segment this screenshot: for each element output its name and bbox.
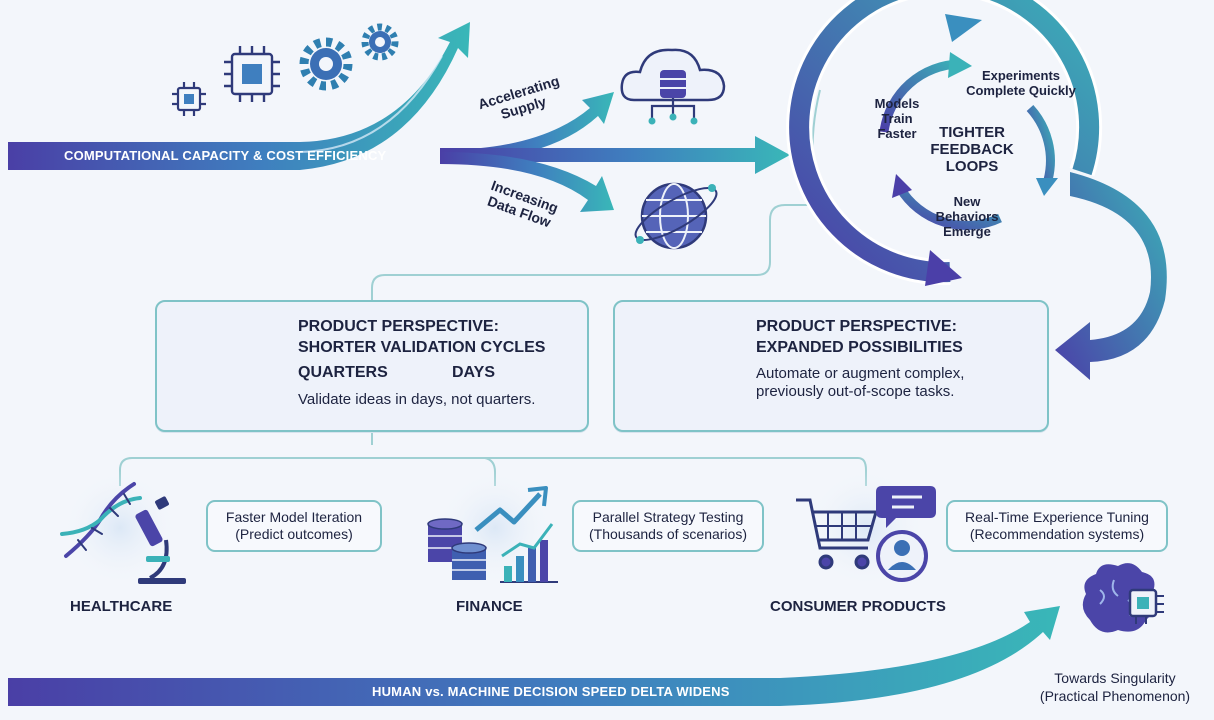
shopping-cart-icon [796,498,878,570]
panel-validation-title: PRODUCT PERSPECTIVE: SHORTER VALIDATION … [298,318,546,356]
sector-label-consumer: CONSUMER PRODUCTS [770,598,946,615]
callout-consumer-sub: (Recommendation systems) [969,526,1145,542]
callout-healthcare: Faster Model Iteration (Predict outcomes… [206,500,382,552]
loop-node-behaviors: New Behaviors Emerge [935,194,999,239]
loop-node-models: Models Train Faster [874,96,920,141]
panel-possibilities [613,300,1049,432]
trend-up-icon [474,486,548,532]
singularity-sub: (Practical Phenomenon) [1039,688,1191,704]
branch-arrows [440,92,790,212]
loop-center-label: TIGHTER FEEDBACK LOOPS [930,124,1014,175]
sector-label-finance: FINANCE [456,598,523,615]
callout-consumer-title: Real-Time Experience Tuning [965,509,1149,525]
callout-healthcare-sub: (Predict outcomes) [235,526,353,542]
globe-network-icon [634,182,718,250]
callout-finance-sub: (Thousands of scenarios) [589,526,747,542]
callout-healthcare-title: Faster Model Iteration [225,509,363,525]
feedback-loop [786,0,1167,380]
callout-consumer: Real-Time Experience Tuning (Recommendat… [946,500,1168,552]
top-banner-label: COMPUTATIONAL CAPACITY & COST EFFICIENCY [64,148,387,163]
panel-validation [155,300,589,432]
coin-stack-icon [427,518,487,580]
top-capacity-arrow [8,22,470,170]
loop-node-experiments: Experiments Complete Quickly [966,68,1076,98]
brain-chip-icon [1082,563,1164,633]
panel-validation-body: Validate ideas in days, not quarters. [298,391,536,408]
user-avatar-icon [876,530,928,582]
dna-icon [60,482,142,558]
gear-icon [361,23,399,61]
gear-icon [299,37,353,91]
panel-validation-from: QUARTERS [298,364,388,381]
chat-bubble-icon [876,486,936,528]
bottom-banner-label: HUMAN vs. MACHINE DECISION SPEED DELTA W… [372,684,730,699]
cloud-database-icon [620,48,726,125]
bottom-speed-arrow [8,606,1060,706]
callout-finance-title: Parallel Strategy Testing [592,509,744,525]
sector-halos [62,468,926,588]
microscope-icon [135,496,186,584]
chip-icon [224,46,280,102]
bar-chart-icon [500,523,558,583]
panel-validation-to: DAYS [452,364,495,381]
panel-possibilities-body: Automate or augment complex, previously … [756,365,965,400]
sector-label-healthcare: HEALTHCARE [70,598,173,615]
callout-finance: Parallel Strategy Testing (Thousands of … [572,500,764,552]
panel-possibilities-title: PRODUCT PERSPECTIVE: EXPANDED POSSIBILIT… [756,318,963,356]
singularity-title: Towards Singularity [1054,670,1176,686]
chip-icon [172,82,206,116]
